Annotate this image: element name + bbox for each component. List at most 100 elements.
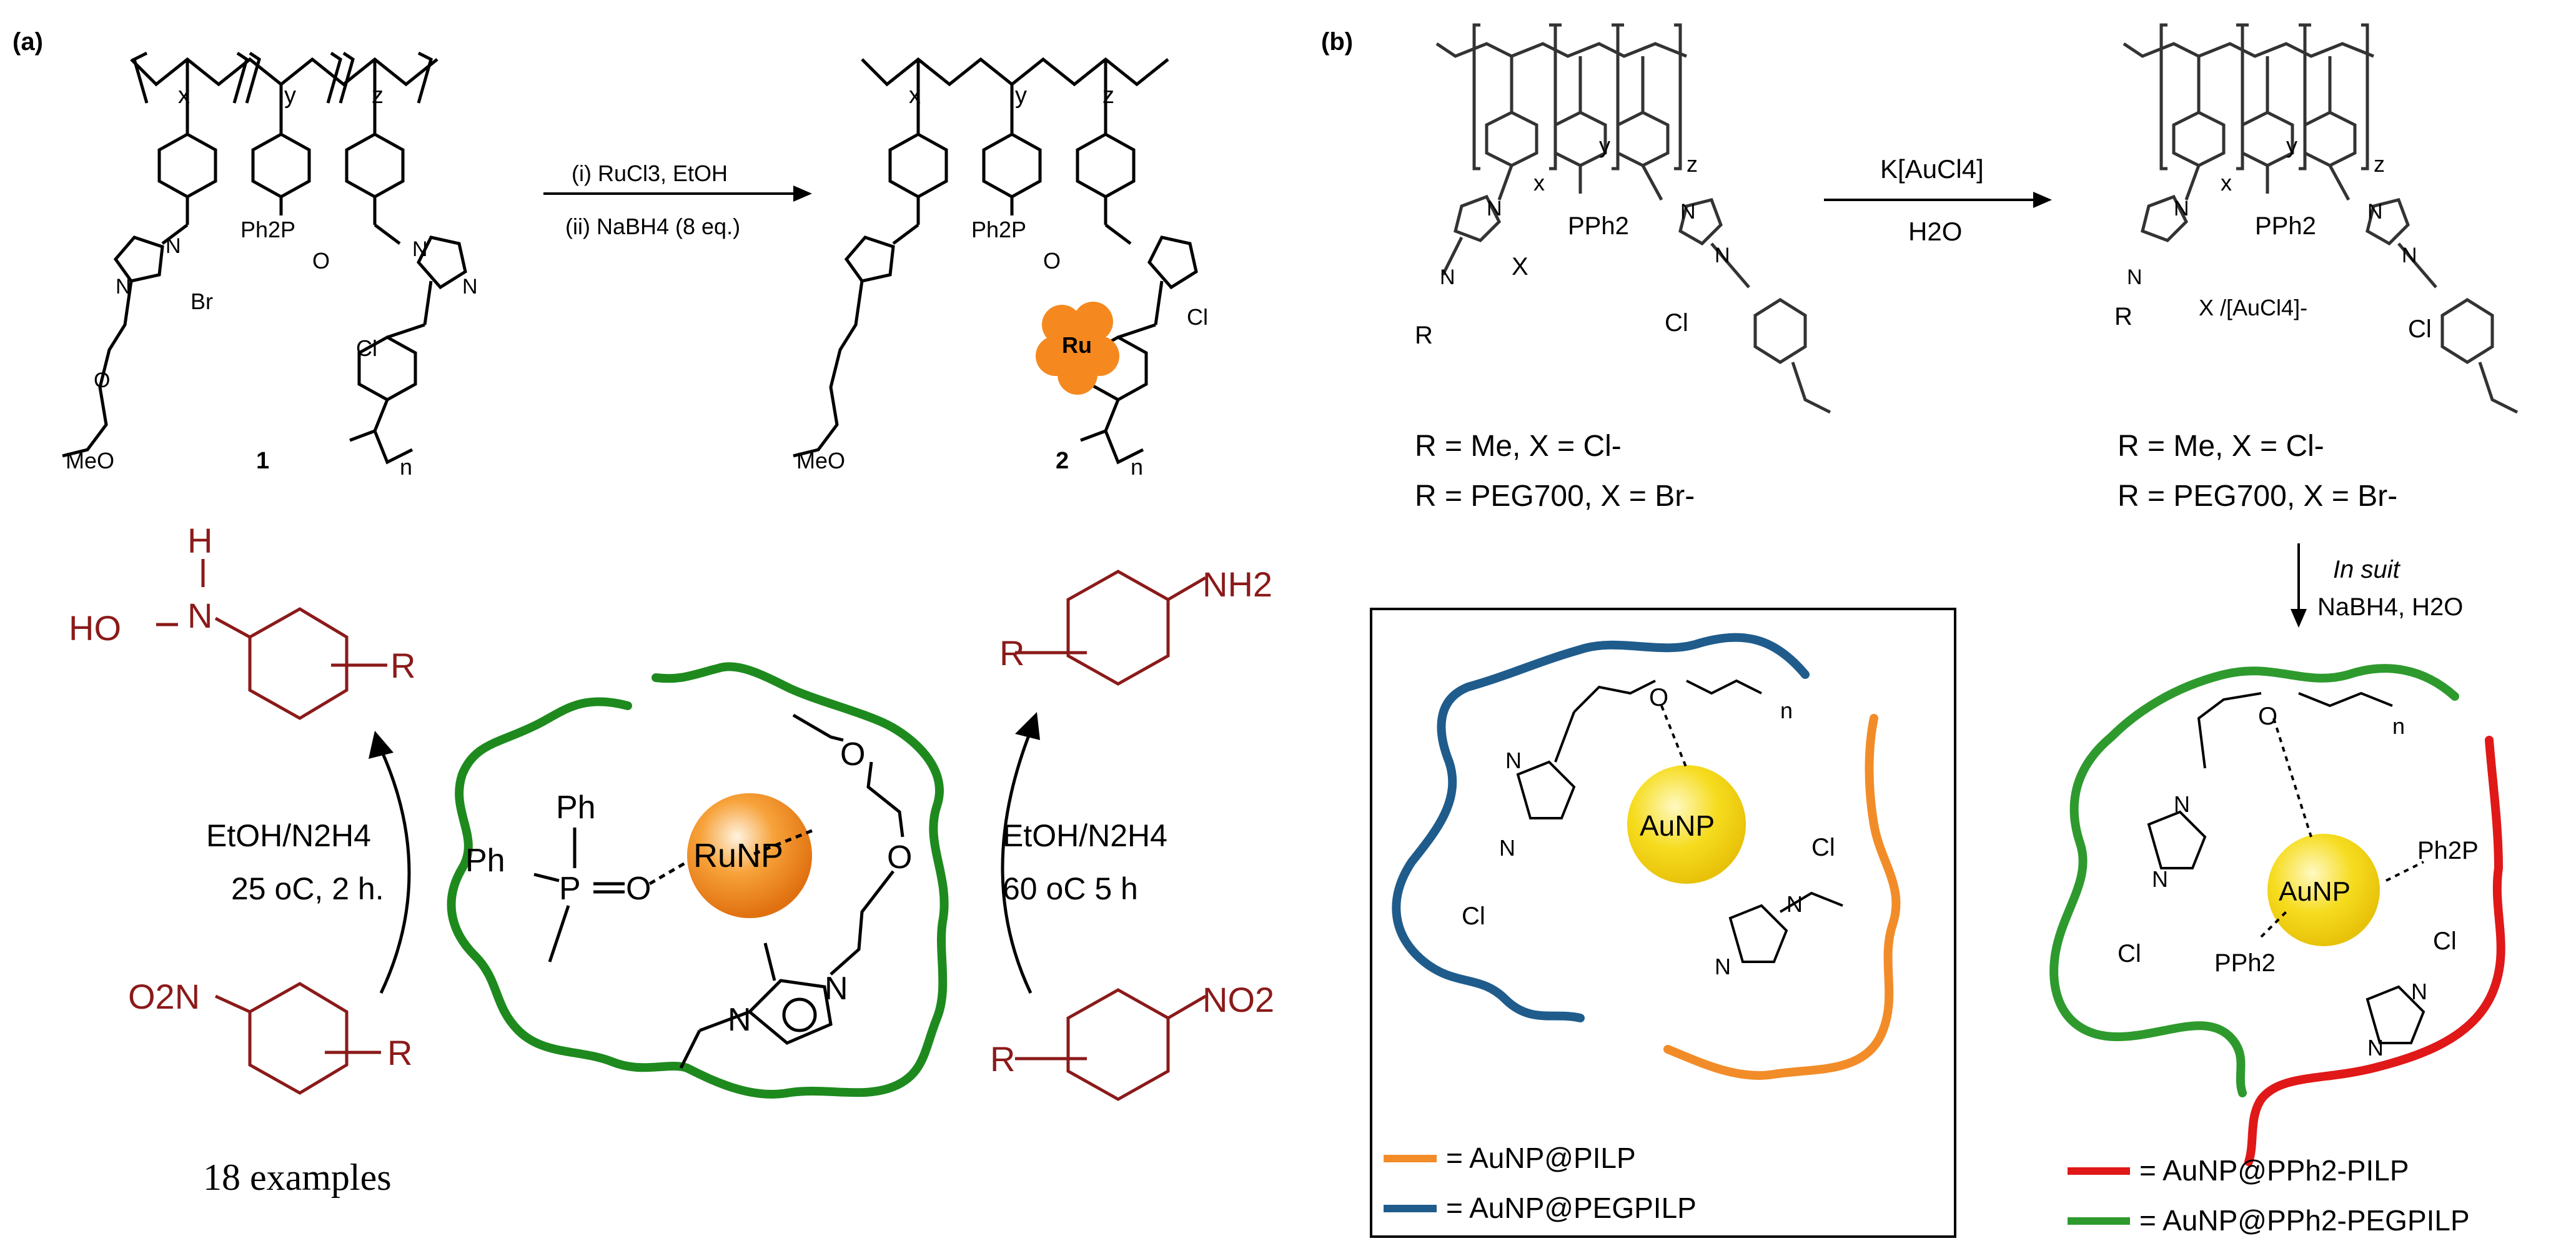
amine-label: NH2 <box>1202 565 1272 604</box>
definition-line-1: R = Me, X = Cl- <box>1415 430 1622 463</box>
r-group-label: R <box>390 646 415 685</box>
chloride-label-1: Cl <box>356 335 377 361</box>
repeat-n-right: n <box>2392 713 2405 739</box>
in-situ-label: In suit <box>2333 556 2401 583</box>
definition-line-2: R = PEG700, X = Br- <box>1415 480 1695 513</box>
condition-right-solvent: EtOH/N2H4 <box>1003 818 1167 853</box>
pph2-label-right: PPh2 <box>2214 949 2276 977</box>
ring-n-label: N <box>2152 866 2168 892</box>
ring-n-label: N <box>1499 835 1515 861</box>
ring-n-label: N <box>2174 791 2190 817</box>
left-polymer-structure <box>1435 23 1831 414</box>
r-label-b2: R <box>2114 303 2133 330</box>
chloride-label-b2: Cl <box>2408 315 2432 343</box>
subscript-z-b1: z <box>1687 151 1698 177</box>
repeat-n-2: n <box>1131 454 1143 480</box>
ring-n-label: N <box>2367 200 2383 224</box>
aunp-label-box: AuNP <box>1640 809 1715 842</box>
right-legend: = AuNP@PPh2-PILP = AuNP@PPh2-PEGPILP <box>2068 1154 2470 1237</box>
hydrogen-label: H <box>187 521 212 560</box>
anion-label-b2: X /[AuCl4]- <box>2199 295 2307 320</box>
compound-number-1: 1 <box>256 448 269 474</box>
arrowhead <box>369 731 394 759</box>
ring-n-label: N <box>2127 265 2143 289</box>
ph2p-label-2: Ph2P <box>971 217 1026 242</box>
arrowhead <box>1015 712 1040 740</box>
box-molecules <box>1516 679 1843 963</box>
legend-label: = AuNP@PPh2-PEGPILP <box>2139 1204 2470 1237</box>
runp-label: RuNP <box>693 837 783 874</box>
legend-label: = AuNP@PILP <box>1446 1142 1636 1174</box>
r-group-label: R <box>990 1039 1015 1079</box>
legend-label: = AuNP@PPh2-PILP <box>2139 1154 2409 1187</box>
in-situ-reagent: NaBH4, H2O <box>2317 593 2463 621</box>
nitroarene-left <box>214 982 381 1095</box>
peg-oxygen-label: O <box>840 736 865 773</box>
aunp-label-right: AuNP <box>2279 876 2351 907</box>
ru-cluster-icon <box>1036 302 1119 395</box>
ru-label: Ru <box>1062 332 1092 358</box>
ph2p-label-1: Ph2P <box>240 217 295 242</box>
bromide-label: Br <box>191 289 213 314</box>
phenyl-label: Ph <box>465 843 505 879</box>
polymer-chain-blue <box>1392 633 1810 1022</box>
compound-number-2: 2 <box>1056 448 1069 474</box>
chloride-label-b1: Cl <box>1665 309 1688 337</box>
ring-n-label: N <box>1715 244 1730 267</box>
nitrogen-label: N <box>187 596 212 635</box>
chloride-label: Cl <box>2118 940 2141 967</box>
ru-nanoparticle <box>687 793 812 918</box>
ring-n-label: N <box>1715 954 1731 979</box>
anion-label-b1: X <box>1512 253 1528 280</box>
peg-oxygen-label: O <box>887 839 912 876</box>
polymer-chain-green-b <box>2049 664 2459 1097</box>
arrowhead <box>2033 192 2052 208</box>
r-label-b1: R <box>1415 322 1433 349</box>
panel-a-catalysis: H N HO R NH2 R O2N R NO2 R <box>69 521 1274 1198</box>
nitroarene-right <box>1015 988 1207 1101</box>
compound-1-structure <box>62 51 467 465</box>
arrowhead <box>2291 609 2307 628</box>
arrowhead <box>793 185 812 202</box>
au-nanoparticle-right <box>2267 834 2380 946</box>
au-nanoparticle-box <box>1627 765 1746 884</box>
panel-b-label: (b) <box>1321 28 1353 56</box>
polymer-chain-orange <box>1663 714 1901 1080</box>
subscript-x-b2: x <box>2221 170 2232 195</box>
subscript-z-2: z <box>1102 82 1114 109</box>
phosphorus-label: P <box>559 871 581 907</box>
r-group-label: R <box>999 633 1024 673</box>
pph2-label-b1: PPh2 <box>1568 212 1629 240</box>
reagent-ru-line-2: (ii) NaBH4 (8 eq.) <box>565 214 740 239</box>
subscript-y-b1: y <box>1599 132 1610 158</box>
methoxy-label-2: MeO <box>796 448 845 473</box>
imidazolium-ring <box>679 942 833 1069</box>
chloride-label-2: Cl <box>1187 304 1208 330</box>
ring-n-label: N <box>412 237 428 261</box>
subscript-z-1: z <box>372 82 384 109</box>
chloride-label: Cl <box>2433 927 2457 955</box>
examples-caption: 18 examples <box>203 1157 392 1198</box>
panel-a-label: (a) <box>12 28 43 56</box>
subscript-y-b2: y <box>2286 132 2297 158</box>
subscript-x-2: x <box>909 82 921 109</box>
ring-n-label: N <box>166 234 181 258</box>
r-group-label: R <box>387 1033 412 1072</box>
ring-n-label: N <box>1505 748 1522 773</box>
reagent-au-line-1: K[AuCl4] <box>1880 154 1984 184</box>
curved-arrow-right <box>1001 730 1033 994</box>
polymer-chain-red-b <box>2244 736 2505 1166</box>
ph2p-label-right: Ph2P <box>2417 837 2479 864</box>
subscript-y-1: y <box>284 82 296 109</box>
condition-left-solvent: EtOH/N2H4 <box>206 818 371 853</box>
nitro-label: NO2 <box>1202 980 1274 1019</box>
ring-n-label: N <box>1786 891 1803 917</box>
ring-n-label: N <box>1440 265 1455 289</box>
definition-line-1: R = Me, X = Cl- <box>2118 430 2324 463</box>
ring-n-label: N <box>2174 197 2189 220</box>
oxygen-label: O <box>1649 684 1668 711</box>
pph2-label-b2: PPh2 <box>2255 212 2316 240</box>
panel-b: (b) x y z PPh2 R X Cl N N N <box>1321 23 2519 1238</box>
ring-n-label: N <box>1680 200 1696 224</box>
